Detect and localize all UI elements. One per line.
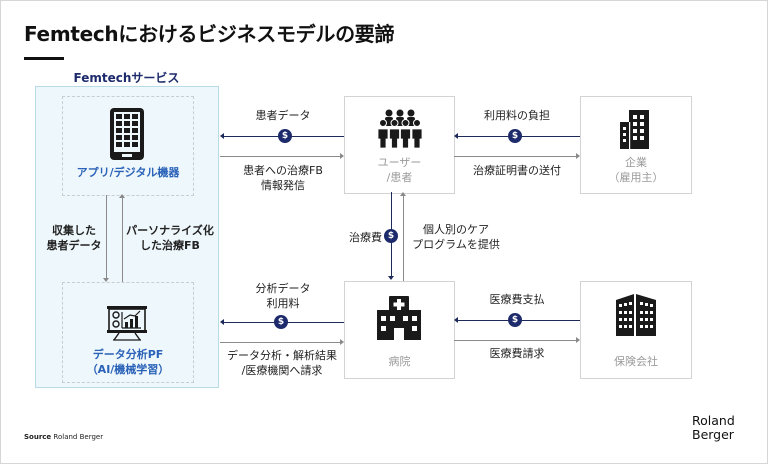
arrow-down-icon (103, 278, 109, 282)
flow-line-app-to-user (220, 156, 340, 157)
arrow-left-icon (220, 133, 224, 139)
dollar-coin-icon: $ (508, 313, 522, 327)
tablet-icon (109, 107, 145, 161)
flow-line-platform-to-app (122, 198, 123, 282)
user-node: ユーザー /患者 (344, 96, 455, 194)
flow-label-collected-data-2: 患者データ (46, 239, 102, 252)
arrow-right-icon (340, 339, 344, 345)
flow-label-analysis-results-1: データ分析・解析結果 (227, 349, 337, 362)
presentation-chart-icon (105, 305, 149, 341)
flow-label-collected-data-1: 収集した (52, 224, 96, 237)
dollar-coin-icon: $ (278, 129, 292, 143)
flow-label-care-program-1: 個人別のケア (423, 223, 489, 236)
logo-line2: Berger (692, 427, 734, 442)
flow-label-treatment-cost: 治療費 (349, 231, 382, 244)
flow-label-treatment-certificate: 治療証明書の送付 (473, 164, 561, 177)
flow-label-analysis-fee-2: 利用料 (266, 297, 300, 310)
flow-label-treatment-fb-1: 患者への治療FB (243, 164, 323, 177)
flow-label-analysis-fee-1: 分析データ (255, 282, 311, 295)
hospital-node: 病院 (344, 281, 455, 379)
logo-line1: Roland (692, 413, 735, 428)
arrow-left-icon (220, 319, 224, 325)
flow-label-medical-claim: 医療費請求 (489, 347, 545, 360)
flow-line-platform-to-hospital (220, 342, 340, 343)
company-node-label-line2: （雇用主） (608, 171, 664, 184)
arrow-left-icon (454, 317, 458, 323)
roland-berger-logo: Roland Berger (692, 414, 735, 442)
arrow-right-icon (576, 153, 580, 159)
insurer-node-label: 保険会社 (614, 355, 658, 368)
flow-label-patient-data: 患者データ (255, 109, 311, 122)
flow-label-analysis-results-2: /医療機関へ請求 (241, 364, 323, 377)
flow-label-fee-burden: 利用料の負担 (484, 109, 550, 122)
service-group-label: Femtechサービス (73, 71, 180, 85)
flow-line-user-to-company (454, 156, 576, 157)
company-node-label-line1: 企業 (625, 156, 647, 169)
source-note: Source Roland Berger (24, 433, 103, 441)
arrow-left-icon (454, 133, 458, 139)
app-node: アプリ/デジタル機器 (62, 96, 194, 196)
dollar-coin-icon: $ (274, 315, 288, 329)
user-node-label-line2: /患者 (386, 171, 413, 184)
hospital-node-label: 病院 (388, 355, 411, 368)
arrow-right-icon (340, 153, 344, 159)
flow-label-care-program-2: プログラムを提供 (412, 238, 500, 251)
flow-label-medical-payment: 医療費支払 (489, 293, 545, 306)
page-title: Femtechにおけるビジネスモデルの要諦 (24, 22, 395, 46)
platform-node-label-line1: データ分析PF (92, 348, 164, 361)
dollar-coin-icon: $ (508, 129, 522, 143)
flow-line-hospital-to-insurer (454, 340, 576, 341)
hospital-icon (375, 296, 423, 340)
flow-line-app-to-platform (106, 195, 107, 279)
source-label: Source (24, 433, 52, 441)
app-node-label: アプリ/デジタル機器 (76, 166, 180, 179)
title-underline (24, 57, 64, 60)
flow-label-personalized-fb-1: パーソナライズ化 (126, 224, 214, 237)
user-node-label-line1: ユーザー (377, 156, 422, 169)
flow-line-hospital-to-user (403, 196, 404, 281)
arrow-up-icon (400, 192, 406, 196)
source-value: Roland Berger (53, 433, 104, 441)
office-building-icon (619, 109, 651, 149)
arrow-down-icon (388, 276, 394, 280)
corporate-building-icon (614, 292, 658, 336)
arrow-up-icon (119, 194, 125, 198)
insurer-node: 保険会社 (580, 281, 692, 379)
platform-node: データ分析PF （AI/機械学習） (62, 282, 194, 383)
platform-node-label-line2: （AI/機械学習） (86, 363, 170, 376)
arrow-right-icon (576, 337, 580, 343)
people-group-icon (377, 109, 423, 149)
company-node: 企業 （雇用主） (580, 96, 692, 194)
flow-label-personalized-fb-2: した治療FB (140, 239, 200, 252)
flow-label-treatment-fb-2: 情報発信 (261, 179, 305, 192)
dollar-coin-icon: $ (384, 229, 398, 243)
